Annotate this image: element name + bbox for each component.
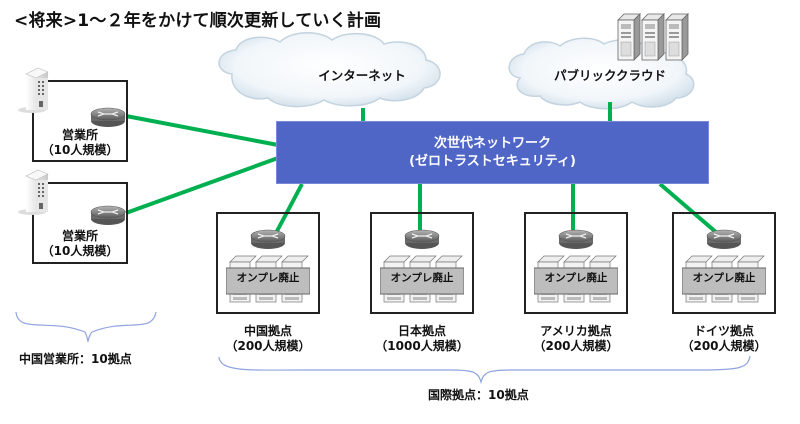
router-icon (250, 229, 286, 249)
core-network-title: 次世代ネットワーク (433, 135, 551, 151)
site-router-4 (706, 228, 742, 250)
site-label-4: ドイツ拠点（200人規模） (654, 324, 794, 354)
site-label-1: 中国拠点（200人規模） (198, 324, 338, 354)
router-icon (706, 229, 742, 249)
site-scale: （200人規模） (681, 339, 767, 353)
onprem-servers-icon (681, 255, 767, 303)
server-rack-icon (617, 13, 689, 61)
site-box-1[interactable] (216, 212, 320, 314)
site-label-2: 日本拠点（1000人規模） (352, 324, 492, 354)
router-icon (404, 229, 440, 249)
onprem-retired-label: オンプレ廃止 (544, 272, 608, 284)
china-offices-summary: 中国営業所：10拠点 (19, 352, 132, 366)
router-icon (90, 107, 126, 127)
site-servers-4 (681, 254, 767, 304)
office-box-1[interactable] (32, 80, 128, 162)
onprem-retired-label: オンプレ廃止 (692, 272, 756, 284)
core-network-subtitle: (ゼロトラストセキュリティ) (409, 153, 576, 169)
router-icon (558, 229, 594, 249)
site-servers-3 (533, 254, 619, 304)
international-sites-summary: 国際拠点：10拠点 (428, 388, 529, 402)
office-2-label: 営業所 （10人規模） (32, 229, 128, 259)
building-icon (18, 169, 49, 215)
onprem-servers-icon (225, 255, 311, 303)
international-sites-brace (218, 355, 751, 385)
site-box-2[interactable] (370, 212, 474, 314)
office-1-name: 営業所 (61, 128, 98, 142)
site-name: 日本拠点 (397, 324, 446, 338)
onprem-retired-label: オンプレ廃止 (236, 272, 300, 284)
router-icon (90, 205, 126, 225)
site-scale: （200人規模） (533, 339, 619, 353)
site-servers-2 (379, 254, 465, 304)
core-network-box[interactable]: 次世代ネットワーク (ゼロトラストセキュリティ) (276, 121, 709, 184)
office-box-2[interactable] (32, 182, 128, 264)
office-2-name: 営業所 (61, 229, 98, 243)
office-1-scale: （10人規模） (41, 143, 119, 157)
site-label-3: アメリカ拠点（200人規模） (506, 324, 646, 354)
link-office1-core (125, 114, 279, 147)
internet-cloud-icon (218, 32, 441, 108)
site-box-3[interactable] (524, 212, 628, 314)
onprem-servers-icon (379, 255, 465, 303)
site-box-4[interactable] (672, 212, 776, 314)
link-germany-core (658, 182, 719, 235)
onprem-retired-label: オンプレ廃止 (390, 272, 454, 284)
site-router-1 (250, 228, 286, 250)
diagram-title: <将来>1～２年をかけて順次更新していく計画 (14, 11, 382, 31)
office-2-scale: （10人規模） (41, 244, 119, 258)
site-router-2 (404, 228, 440, 250)
china-offices-brace (15, 311, 157, 343)
site-scale: （200人規模） (225, 339, 311, 353)
site-router-3 (558, 228, 594, 250)
link-office2-core (125, 156, 279, 215)
internet-label: インターネット (318, 68, 406, 83)
site-name: ドイツ拠点 (693, 324, 754, 338)
site-name: アメリカ拠点 (540, 324, 612, 338)
site-name: 中国拠点 (243, 324, 292, 338)
building-icon (18, 67, 49, 113)
office-1-label: 営業所 （10人規模） (32, 128, 128, 158)
site-servers-1 (225, 254, 311, 304)
site-scale: （1000人規模） (375, 339, 469, 353)
link-china-core (274, 183, 304, 234)
onprem-servers-icon (533, 255, 619, 303)
public-cloud-label: パブリッククラウド (553, 68, 666, 83)
